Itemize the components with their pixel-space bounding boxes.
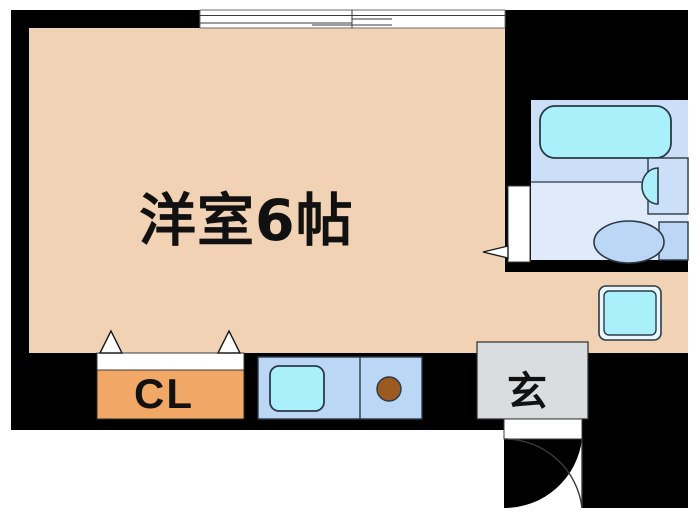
wash-basin-bowl [603, 290, 657, 336]
closet-floor [96, 369, 245, 420]
closet-door-marker-right [216, 329, 242, 354]
bath-door[interactable] [482, 185, 531, 263]
closet [96, 352, 245, 420]
stove-burner [376, 376, 402, 402]
entrance-door-panel [503, 418, 583, 440]
closet-label: CL [134, 370, 194, 417]
main-room-label: 洋室6帖 [139, 188, 354, 254]
closet-door-band [96, 352, 245, 371]
bathroom-unit [531, 100, 689, 264]
main-room-floor [29, 28, 505, 353]
vanity-sink [641, 167, 659, 205]
entrance-area [476, 341, 589, 420]
bath-door-swing-indicator [482, 245, 509, 259]
closet-door-marker-left [98, 329, 124, 354]
entrance-door-swing-fill [504, 439, 582, 509]
genkan-floor [476, 341, 589, 420]
entrance-door-swing-arc [503, 438, 583, 509]
bath-door-panel [507, 185, 531, 263]
balcony-window[interactable] [199, 9, 506, 29]
entrance-door[interactable] [503, 418, 583, 509]
toilet-bowl [593, 220, 665, 264]
kitchen-counter [257, 356, 423, 420]
kitchen-sink [269, 365, 325, 412]
wash-basin [598, 285, 662, 341]
bathtub [539, 105, 672, 159]
entrance-label: 玄 [507, 369, 547, 415]
closet-door[interactable] [98, 329, 242, 354]
